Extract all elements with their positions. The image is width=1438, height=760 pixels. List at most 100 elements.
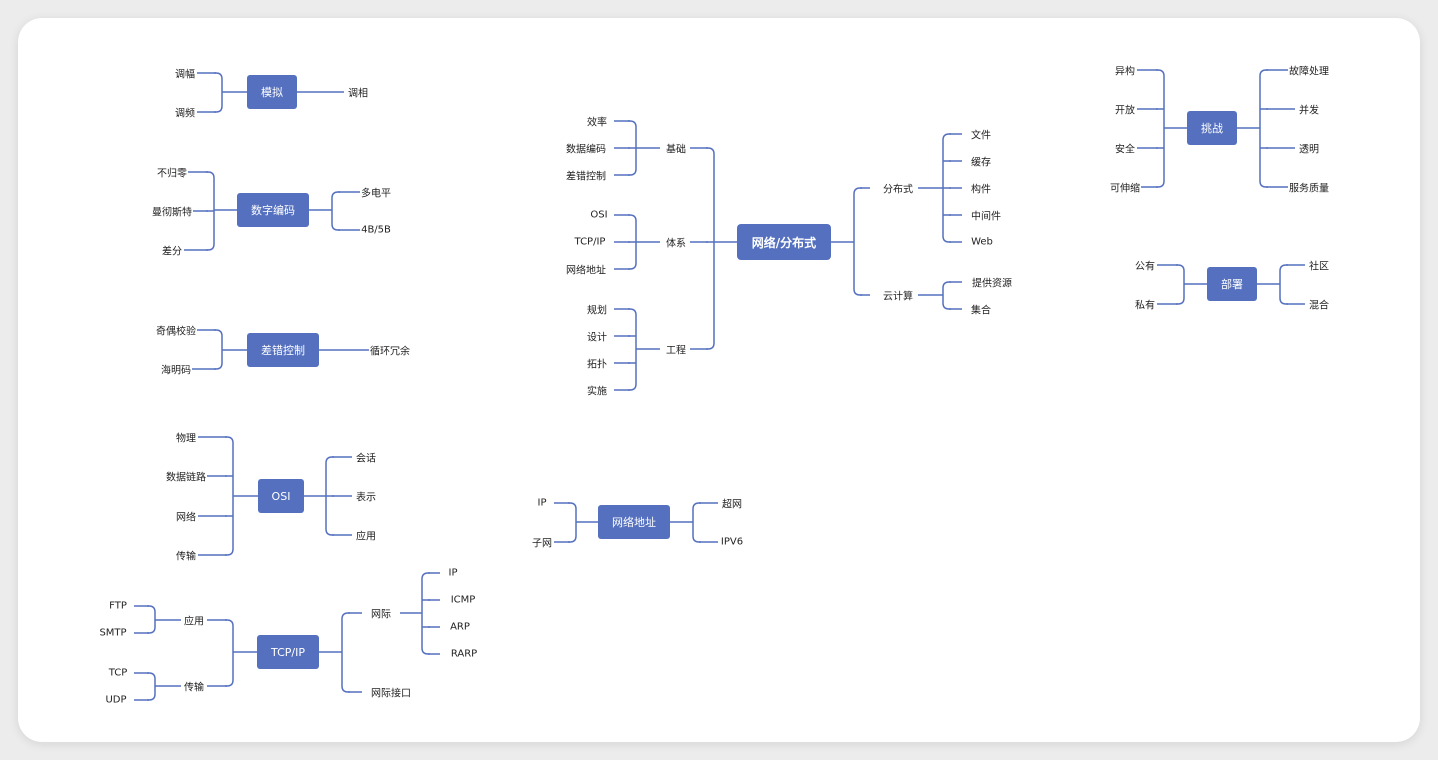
node-network-address[interactable]: 网络地址 (598, 505, 670, 539)
connector-line (341, 685, 350, 693)
main-leaf-r-0-0: 文件 (970, 126, 992, 142)
main-leaf-r-1-1: 集合 (970, 301, 992, 317)
connector-line (942, 133, 951, 141)
deploy-right-1: 混合 (1308, 296, 1330, 312)
osi-left-1: 数据链路 (165, 468, 207, 484)
node-digital-encoding[interactable]: 数字编码 (237, 193, 309, 227)
connector-line (214, 72, 223, 80)
challenge-left-3: 可伸缩 (1109, 179, 1141, 195)
deploy-right-0: 社区 (1308, 257, 1330, 273)
connector-line (325, 528, 334, 536)
challenge-left-0: 异构 (1114, 62, 1136, 78)
challenge-left-1: 开放 (1114, 101, 1136, 117)
tcpip-branch-internet: 网际 (370, 605, 392, 621)
connector-line (942, 235, 951, 243)
osi-right-1: 表示 (355, 488, 377, 504)
connector-line (147, 693, 156, 701)
connector-line (628, 383, 637, 391)
connector-lines (134, 69, 1305, 701)
tcpip-leaf-r-1: ICMP (449, 594, 477, 606)
connector-line (1259, 69, 1268, 77)
connector-line (147, 672, 156, 680)
osi-left-0: 物理 (175, 429, 197, 445)
main-leaf-l-0-2: 差错控制 (565, 167, 607, 183)
connector-line (206, 243, 215, 251)
tcpip-branch-1: 传输 (183, 678, 205, 694)
osi-right-0: 会话 (355, 449, 377, 465)
node-osi[interactable]: OSI (258, 479, 304, 513)
node-main-network-distributed[interactable]: 网络/分布式 (737, 224, 831, 260)
main-leaf-l-0-0: 效率 (586, 113, 608, 129)
node-challenge[interactable]: 挑战 (1187, 111, 1237, 145)
digital_encoding-left-0: 不归零 (156, 164, 188, 180)
challenge-right-3: 服务质量 (1288, 179, 1330, 195)
connector-line (325, 456, 334, 464)
tcpip-leaf-r-0: IP (447, 567, 459, 579)
main-leaf-l-2-2: 拓扑 (586, 355, 608, 371)
challenge-left-2: 安全 (1114, 140, 1136, 156)
connector-line (225, 679, 234, 687)
connector-line (628, 308, 637, 316)
main-branch-left-1: 体系 (665, 234, 687, 250)
connector-line (1279, 297, 1288, 305)
main-leaf-l-1-1: TCP/IP (573, 236, 607, 248)
connector-line (331, 191, 340, 199)
tcpip-branch-interface: 网际接口 (370, 684, 412, 700)
connector-line (421, 572, 430, 580)
connector-line (628, 168, 637, 176)
main-leaf-l-1-2: 网络地址 (565, 261, 607, 277)
digital_encoding-left-2: 差分 (161, 242, 183, 258)
connector-line (628, 262, 637, 270)
main-leaf-l-0-1: 数据编码 (565, 140, 607, 156)
connector-line (147, 605, 156, 613)
connector-line (1156, 180, 1165, 188)
error_control-left-0: 奇偶校验 (155, 322, 197, 338)
node-modulation[interactable]: 模拟 (247, 75, 297, 109)
node-deploy[interactable]: 部署 (1207, 267, 1257, 301)
main-leaf-r-0-2: 构件 (970, 180, 992, 196)
node-error-control[interactable]: 差错控制 (247, 333, 319, 367)
main-leaf-r-0-1: 缓存 (970, 153, 992, 169)
connector-line (1259, 180, 1268, 188)
tcpip-branch-0: 应用 (183, 612, 205, 628)
digital_encoding-left-1: 曼彻斯特 (151, 203, 193, 219)
osi-left-3: 传输 (175, 547, 197, 563)
connector-line (331, 223, 340, 231)
modulation-left-1: 调频 (174, 104, 196, 120)
osi-left-2: 网络 (175, 508, 197, 524)
connector-line (942, 281, 951, 289)
connector-line (692, 502, 701, 510)
challenge-right-0: 故障处理 (1288, 62, 1330, 78)
connector-line (628, 120, 637, 128)
connector-line (1279, 264, 1288, 272)
connector-line (1176, 264, 1185, 272)
connector-line (225, 619, 234, 627)
modulation-right-0: 调相 (347, 84, 369, 100)
connector-line (1176, 297, 1185, 305)
address-right-1: IPV6 (719, 536, 745, 548)
error_control-right-0: 循环冗余 (369, 342, 411, 358)
connector-line (341, 612, 350, 620)
connector-line (214, 105, 223, 113)
main-leaf-l-2-3: 实施 (586, 382, 608, 398)
connector-line (214, 329, 223, 337)
digital_encoding-right-0: 多电平 (360, 184, 392, 200)
tcpip-leaf-r-2: ARP (449, 621, 471, 633)
main-leaf-l-2-0: 规划 (586, 301, 608, 317)
connector-line (225, 548, 234, 556)
connector-line (706, 342, 715, 350)
main-leaf-l-2-1: 设计 (586, 328, 608, 344)
main-leaf-r-0-3: 中间件 (970, 207, 1002, 223)
address-right-0: 超网 (721, 495, 743, 511)
main-leaf-r-1-0: 提供资源 (971, 274, 1013, 290)
connector-line (1156, 69, 1165, 77)
challenge-right-2: 透明 (1298, 140, 1320, 156)
node-tcpip[interactable]: TCP/IP (257, 635, 319, 669)
main-branch-left-0: 基础 (665, 140, 687, 156)
tcpip-leaf-r-3: RARP (449, 648, 479, 660)
address-left-1: 子网 (531, 534, 553, 550)
connector-line (206, 171, 215, 179)
tcpip-leaf-0-0: FTP (108, 600, 128, 612)
address-left-0: IP (536, 497, 548, 509)
connector-line (853, 187, 862, 195)
